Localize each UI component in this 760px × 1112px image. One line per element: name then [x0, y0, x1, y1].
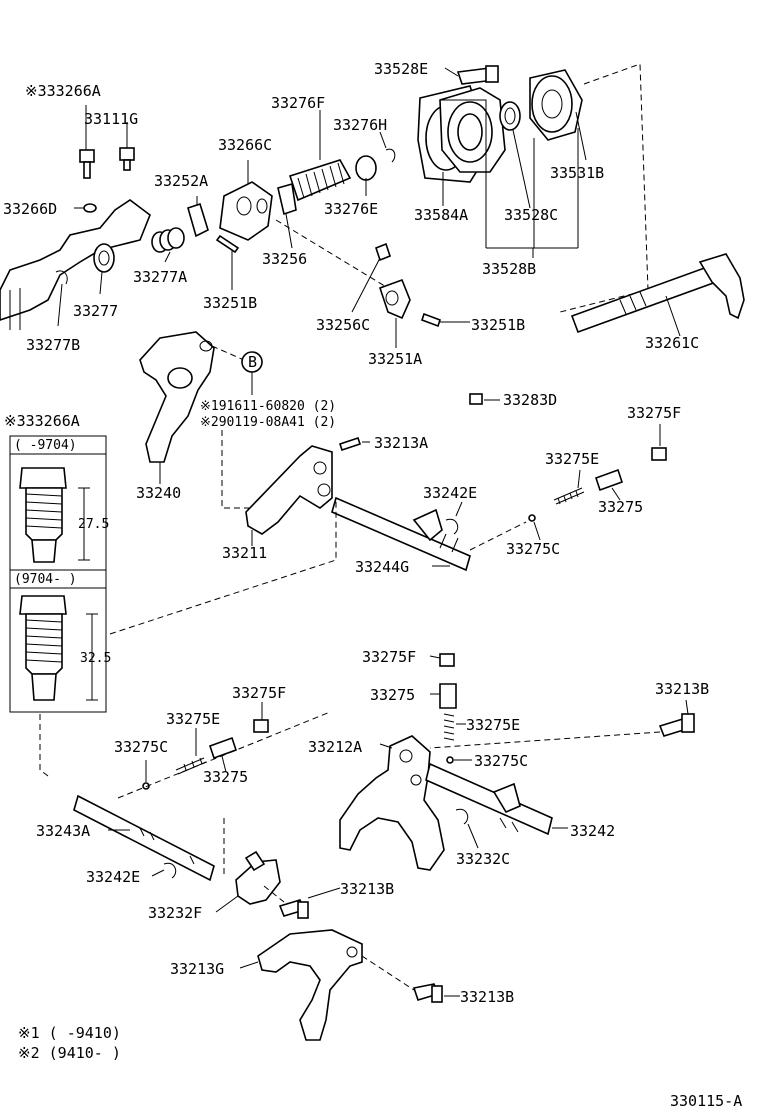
shift-shaft-33243A-group [73, 702, 341, 919]
label-33111G: 33111G [84, 110, 138, 128]
bearing-retainer-group [417, 65, 583, 183]
label-33242E-b: 33242E [86, 868, 140, 886]
housing-left-group [0, 105, 209, 330]
label-33213B-a: 33213B [655, 680, 709, 698]
label-33242: 33242 [570, 822, 615, 840]
label-33232F: 33232F [148, 904, 202, 922]
part-labels: 33528E ※333266A 33276F 33111G 33276H 332… [3, 60, 742, 1110]
label-33276F: 33276F [271, 94, 325, 112]
label-33275E-c: 33275E [466, 716, 520, 734]
label-33256C: 33256C [316, 316, 370, 334]
label-33275C-a: 33275C [506, 540, 560, 558]
shift-shaft-33261C [570, 253, 745, 337]
label-33266A-box: ※333266A [4, 412, 80, 430]
shift-fork-33213G [239, 929, 460, 1041]
label-33277B: 33277B [26, 336, 80, 354]
label-ref1: ※191611-60820 (2) [200, 399, 336, 414]
label-33213B-b: 33213B [340, 880, 394, 898]
label-dimension-2: 32.5 [80, 651, 111, 666]
label-33251B-b: 33251B [471, 316, 525, 334]
label-33213B-c: 33213B [460, 988, 514, 1006]
select-lever-33240 [139, 331, 250, 509]
label-33275E-a: 33275E [545, 450, 599, 468]
label-33252A: 33252A [154, 172, 208, 190]
label-33275-b: 33275 [370, 686, 415, 704]
label-33277: 33277 [73, 302, 118, 320]
label-33584A: 33584A [414, 206, 468, 224]
label-33251B-a: 33251B [203, 294, 257, 312]
label-dimension-1: 27.5 [78, 517, 109, 532]
label-figure-code: 330115-A [670, 1092, 742, 1110]
label-circle-b: B [248, 353, 257, 371]
label-33275F-a: 33275F [627, 404, 681, 422]
label-33244G: 33244G [355, 558, 409, 576]
label-33275E-b: 33275E [166, 710, 220, 728]
label-33256: 33256 [262, 250, 307, 268]
label-33211: 33211 [222, 544, 267, 562]
label-33240: 33240 [136, 484, 181, 502]
label-33275F-c: 33275F [232, 684, 286, 702]
shift-fork-33212A-group [339, 653, 695, 871]
label-33531B: 33531B [550, 164, 604, 182]
label-33251A: 33251A [368, 350, 422, 368]
label-box-header-1: ( -9704) [14, 438, 77, 453]
detail-box-33266A [9, 435, 107, 713]
label-33275C-b: 33275C [114, 738, 168, 756]
label-note-1: ※1 ( -9410) [18, 1024, 121, 1042]
label-33213G: 33213G [170, 960, 224, 978]
shift-fork-shaft-group [245, 424, 667, 572]
label-33266D: 33266D [3, 200, 57, 218]
label-33283D: 33283D [503, 391, 557, 409]
label-33275-a: 33275 [598, 498, 643, 516]
select-lever-housing-group [215, 110, 470, 348]
label-33276H: 33276H [333, 116, 387, 134]
label-33528E: 33528E [374, 60, 428, 78]
label-33213A: 33213A [374, 434, 428, 452]
label-33528B: 33528B [482, 260, 536, 278]
label-33266A-top: ※333266A [25, 82, 101, 100]
label-box-header-2: (9704- ) [14, 572, 77, 587]
label-33266C: 33266C [218, 136, 272, 154]
label-33212A: 33212A [308, 738, 362, 756]
label-33276E: 33276E [324, 200, 378, 218]
label-33261C: 33261C [645, 334, 699, 352]
label-33277A: 33277A [133, 268, 187, 286]
label-33275C-c: 33275C [474, 752, 528, 770]
label-33232C: 33232C [456, 850, 510, 868]
label-33275F-b: 33275F [362, 648, 416, 666]
label-33275-c: 33275 [203, 768, 248, 786]
label-33242E-a: 33242E [423, 484, 477, 502]
label-note-2: ※2 (9410- ) [18, 1044, 121, 1062]
label-33243A: 33243A [36, 822, 90, 840]
label-ref2: ※290119-08A41 (2) [200, 415, 336, 430]
label-33528C: 33528C [504, 206, 558, 224]
